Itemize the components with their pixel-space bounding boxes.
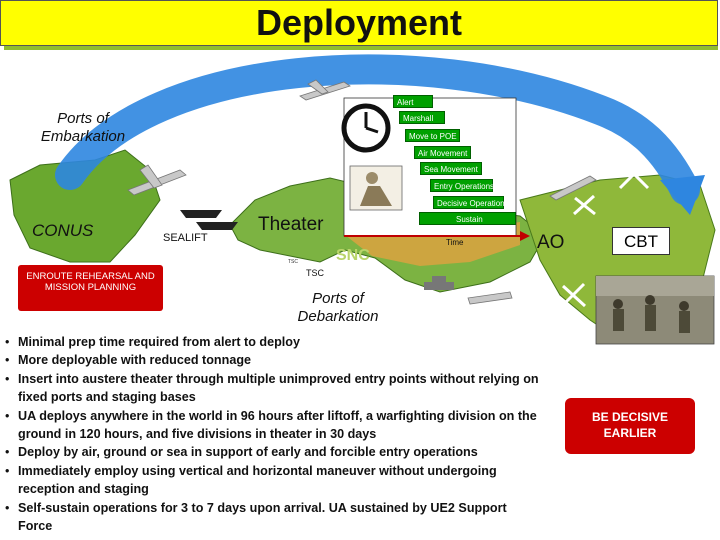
- title-bar: [0, 0, 718, 46]
- snc-label: SNC: [336, 247, 370, 264]
- step-move-to-poe: Move to POE: [405, 129, 460, 142]
- enroute-rehearsal-box: ENROUTE REHEARSAL AND MISSION PLANNING: [18, 265, 163, 311]
- sealift-label: SEALIFT: [163, 232, 208, 244]
- tank-icon: [424, 276, 454, 290]
- step-marshall: Marshall: [399, 111, 445, 124]
- airplane-icon: [299, 79, 351, 101]
- bullet-item: Self-sustain operations for 3 to 7 days …: [4, 499, 539, 536]
- clock-icon: [341, 103, 391, 153]
- ao-label: AO: [537, 232, 565, 253]
- ship-icon: [180, 210, 238, 230]
- theater-label: Theater: [258, 214, 324, 235]
- helicopter-icon: [560, 282, 587, 308]
- step-sustain: Sustain: [419, 212, 516, 225]
- step-alert: Alert: [393, 95, 433, 108]
- tsc-label: TSC: [306, 268, 324, 278]
- time-label: Time: [446, 238, 464, 247]
- small-tag-label: TSC: [288, 259, 298, 265]
- step-air-movement: Air Movement: [414, 146, 471, 159]
- title-underline: [4, 46, 718, 50]
- bullet-item: Minimal prep time required from alert to…: [4, 333, 539, 352]
- ports-debarkation-label: Ports of Debarkation: [297, 290, 379, 325]
- helicopter-icon: [572, 194, 596, 216]
- step-sea-movement: Sea Movement: [420, 162, 482, 175]
- arc-arrowhead: [660, 175, 705, 215]
- be-decisive-earlier-callout: BE DECISIVE EARLIER: [565, 398, 695, 454]
- cbt-box: CBT: [612, 227, 670, 255]
- bullet-item: Insert into austere theater through mult…: [4, 370, 539, 407]
- helicopter-icon: [618, 160, 650, 190]
- page-title: Deployment: [255, 2, 463, 43]
- airplane-icon: [127, 164, 187, 196]
- troops-photo: [595, 275, 715, 345]
- bullet-item: More deployable with reduced tonnage: [4, 351, 539, 370]
- soldier-icon: [349, 165, 403, 211]
- bullet-list: Minimal prep time required from alert to…: [4, 333, 539, 535]
- time-axis-arrow: [520, 231, 530, 241]
- airplane-icon: [467, 291, 513, 305]
- bullet-item: Immediately employ using vertical and ho…: [4, 462, 539, 499]
- bullet-item: Deploy by air, ground or sea in support …: [4, 443, 539, 462]
- deployment-arc: [55, 54, 700, 205]
- step-decisive-operations: Decisive Operations: [433, 196, 509, 209]
- step-entry-operations: Entry Operations: [430, 179, 494, 192]
- conus-label: CONUS: [32, 221, 94, 240]
- airplane-icon: [549, 175, 597, 201]
- ports-embarkation-label: Ports of Embarkation: [40, 110, 126, 145]
- bullet-item: UA deploys anywhere in the world in 96 h…: [4, 407, 539, 444]
